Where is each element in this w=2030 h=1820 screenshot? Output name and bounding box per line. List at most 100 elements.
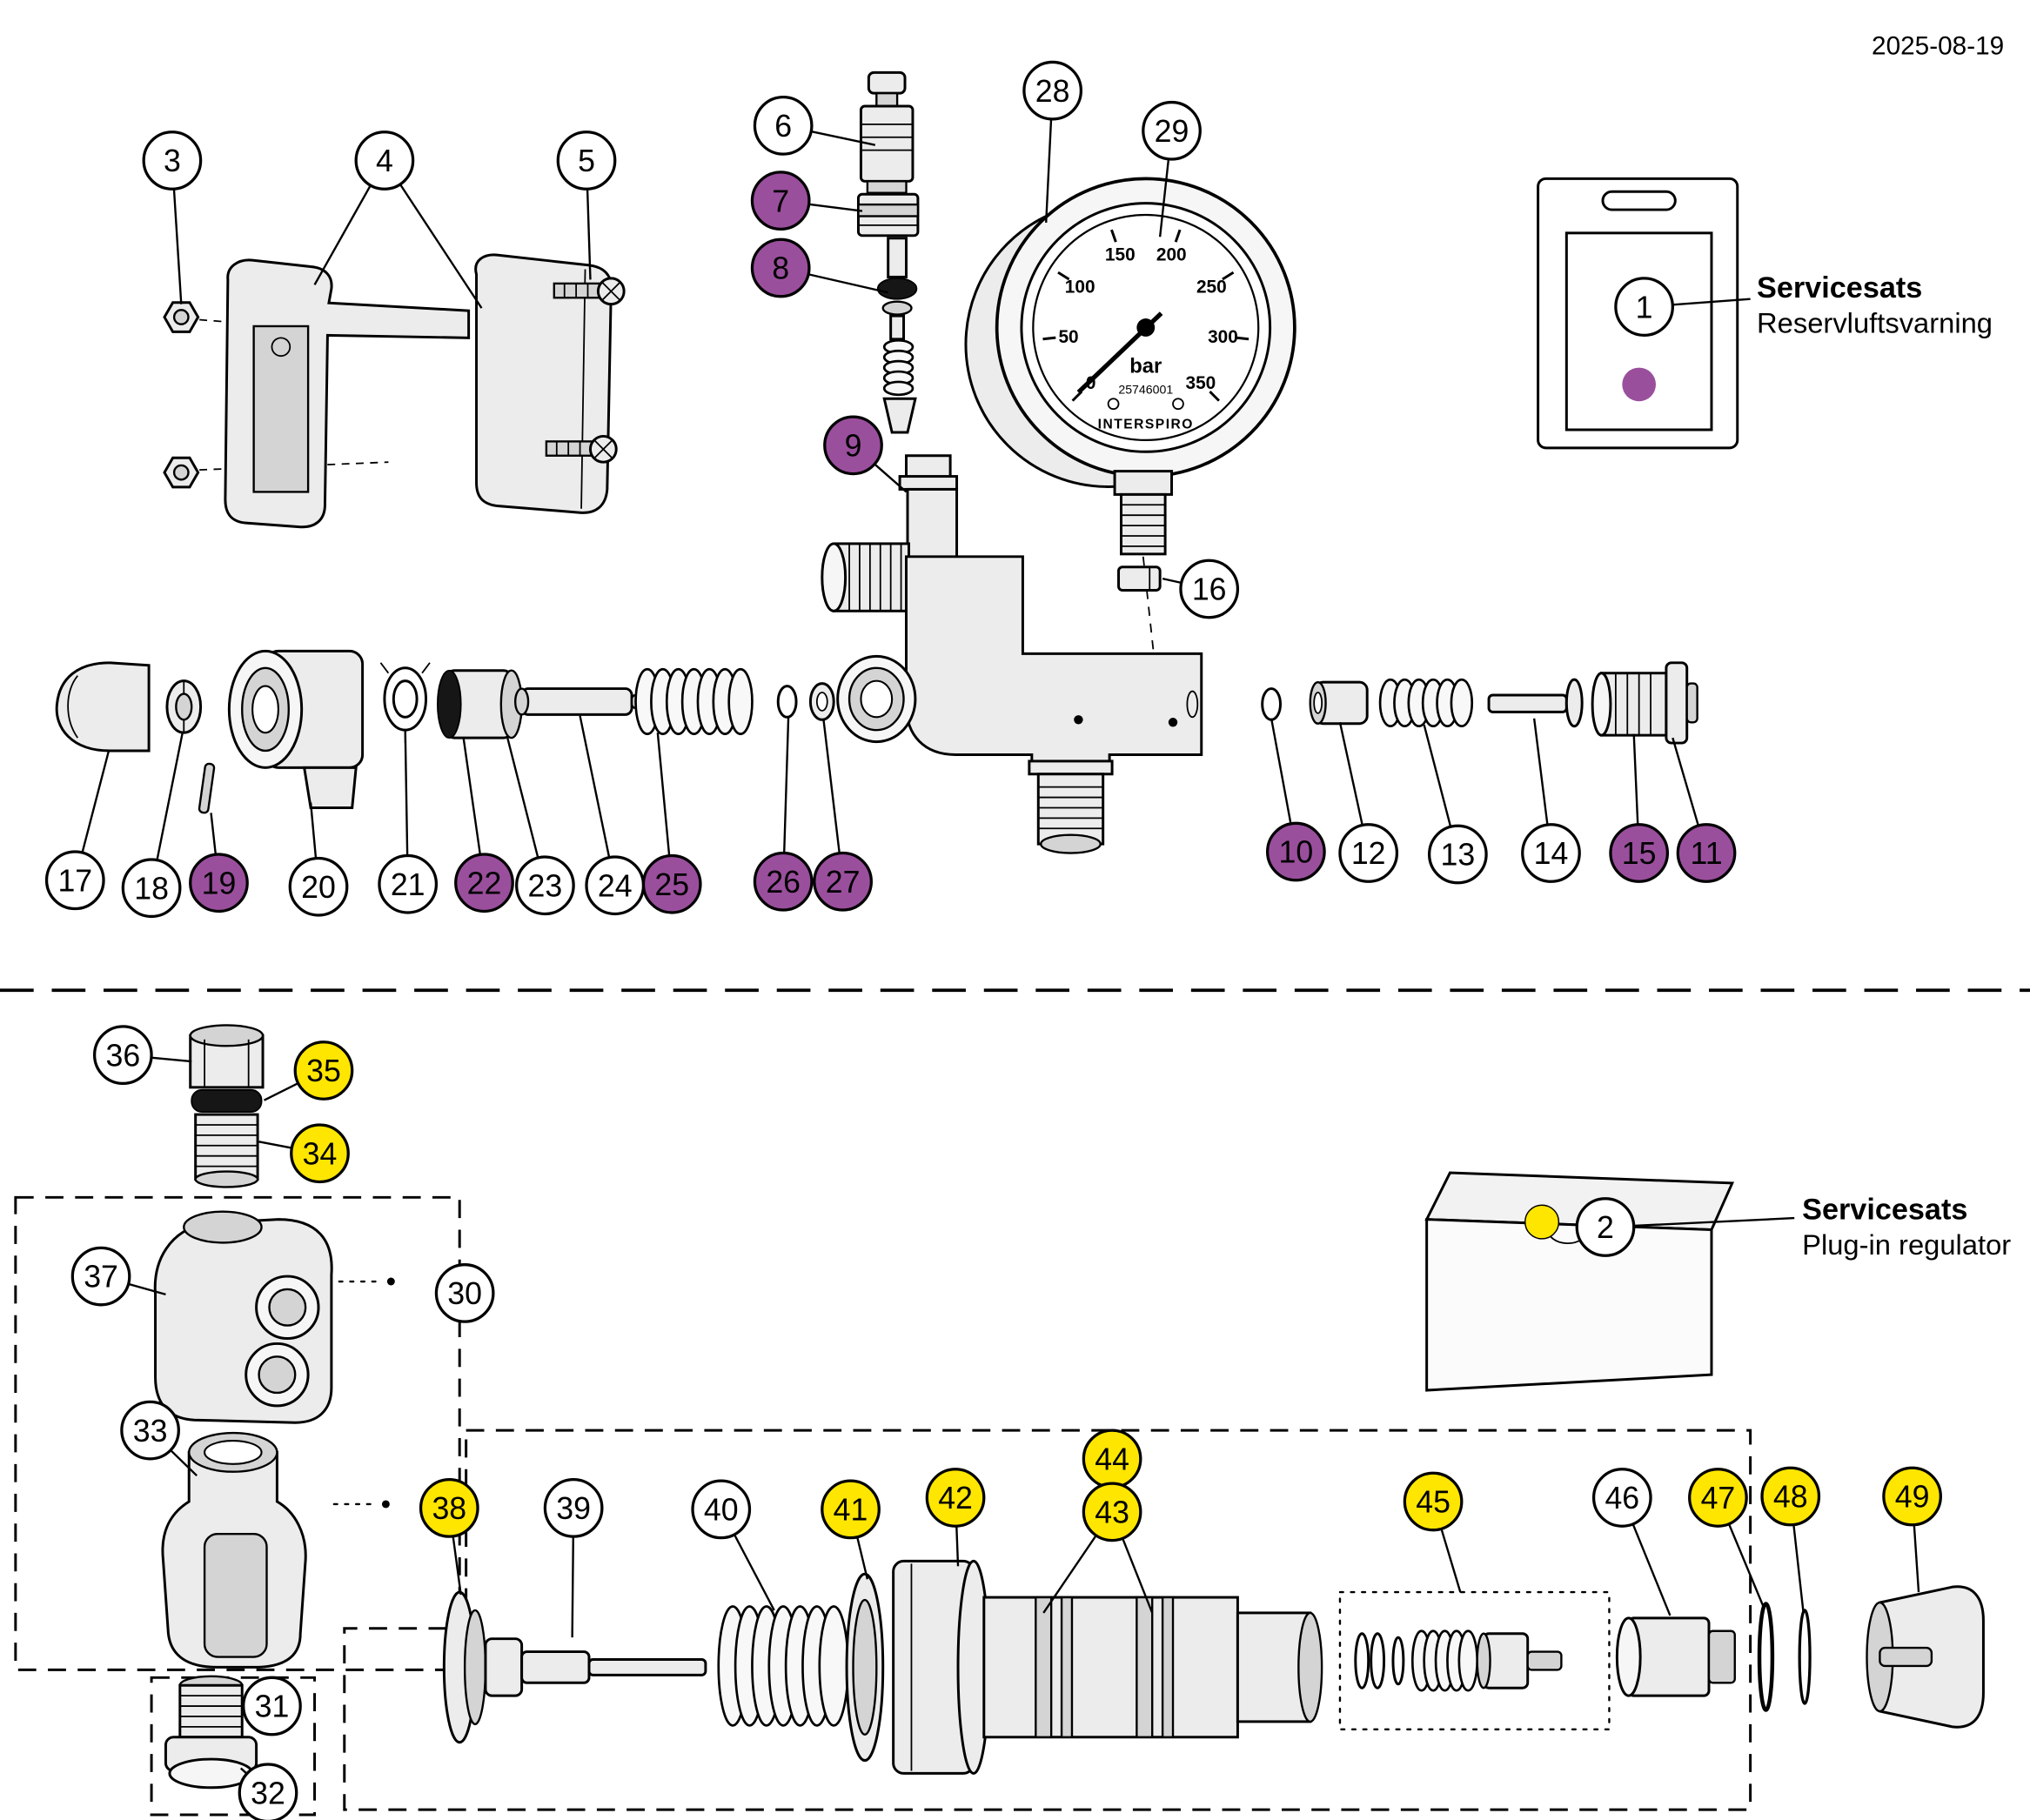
bracket-screw-top [553,277,626,306]
part-42-collar [892,1559,991,1775]
callout-14: 14 [1521,823,1581,883]
callout-24: 24 [585,855,646,916]
kit-2-subtitle: Plug-in regulator [1802,1228,2011,1261]
callout-40: 40 [691,1479,752,1540]
callout-number: 29 [1155,114,1189,149]
callout-25: 25 [641,853,702,914]
callout-number: 11 [1691,836,1723,871]
callout-26: 26 [753,851,814,912]
callout-9: 9 [823,415,883,476]
part-25-spring [634,667,754,735]
part-24-shaft [513,687,657,716]
callout-number: 42 [938,1481,973,1516]
gauge-unit-label: bar [1129,355,1162,378]
part-22-23-piston [437,669,523,739]
callout-number: 38 [432,1491,466,1526]
callout-43: 43 [1082,1482,1142,1542]
service-kit-1-card: Servicesats Reservluftsvarning [1537,177,1993,450]
callout-number: 32 [251,1776,285,1810]
gauge-tick [1222,271,1235,281]
callout-20: 20 [288,856,349,917]
callout-number: 37 [84,1260,118,1295]
callout-49: 49 [1882,1466,1942,1527]
dotted-connector-dot [386,1277,395,1286]
hose-fitting [189,1024,265,1188]
callout-3: 3 [142,130,203,191]
callout-1: 1 [1614,277,1674,338]
service-kit-2-box: Servicesats Plug-in regulator [1424,1171,2011,1392]
callout-18: 18 [121,858,182,919]
callout-38: 38 [419,1478,479,1538]
gauge-tick [1174,229,1182,243]
manifold-pin-hole [1168,718,1178,727]
gauge-tick-label: 150 [1105,245,1136,265]
callout-21: 21 [378,853,439,914]
part-14-pin [1487,678,1584,728]
callout-number: 3 [164,144,181,178]
callout-15: 15 [1609,823,1670,883]
gauge-dial-screw [1107,398,1120,411]
callout-number: 36 [105,1038,140,1073]
callout-number: 16 [1192,572,1227,607]
callout-17: 17 [44,850,105,911]
callout-number: 35 [306,1054,341,1088]
callout-number: 5 [578,144,595,178]
part-31-32-plug [164,1675,258,1790]
callout-number: 49 [1895,1480,1930,1515]
callout-42: 42 [925,1468,986,1528]
callout-number: 8 [772,251,789,286]
callout-11: 11 [1676,823,1737,883]
callout-31: 31 [242,1676,302,1736]
callout-number: 40 [704,1493,739,1528]
kit-1-title: Servicesats [1757,271,1922,304]
callout-8: 8 [750,238,811,298]
callout-number: 21 [391,867,425,902]
callout-number: 19 [202,866,237,900]
gauge-tick [1042,336,1056,341]
callout-number: 39 [556,1491,591,1526]
callout-27: 27 [813,851,873,912]
callout-number: 27 [826,865,861,900]
manifold-pin-hole [1074,715,1083,725]
gauge-needle-hub [1136,318,1156,337]
gauge-stem-collar [1113,470,1174,496]
part-48-washer [1798,1609,1812,1705]
part-39-shaft [484,1637,707,1697]
manifold-left-round-port [836,654,917,744]
kit-2-title: Servicesats [1802,1194,1967,1227]
callout-number: 28 [1035,74,1070,109]
assembly-dashed-line [199,318,301,329]
part-38-diaphragm [442,1590,487,1744]
o-ring [876,278,918,300]
callout-number: 12 [1351,836,1386,871]
callout-number: 23 [528,868,563,903]
callout-number: 7 [772,184,789,218]
first-stage-exploded-row [55,649,835,814]
callout-10: 10 [1266,821,1326,882]
callout-number: 18 [134,871,169,906]
part-8-valve-stem [876,237,918,434]
gauge-serial: 25746001 [1118,382,1173,396]
callout-36: 36 [92,1025,153,1086]
part-37-manifold-upper [153,1210,333,1424]
part-49-end-cap [1866,1585,1985,1729]
callout-45: 45 [1403,1471,1464,1532]
gauge-tick-label: 100 [1065,277,1095,297]
callout-6: 6 [753,95,814,156]
part-33-manifold-lower [161,1431,307,1669]
dotted-connector-dot [381,1500,390,1509]
part-18-slotted-disc [165,679,203,734]
part-40-spring [717,1605,849,1727]
callout-16: 16 [1179,559,1240,619]
callout-33: 33 [120,1400,180,1461]
manifold-bottom-threaded-port [1028,759,1114,854]
callout-number: 48 [1773,1480,1808,1515]
bottom-section-plug-in-regulator: Servicesats Plug-in regulator [14,1024,2011,1817]
manifold-left-threaded-port [821,542,910,612]
part-47-o-ring [1757,1602,1775,1712]
part-43-44-regulator-body [982,1596,1323,1739]
regulator-exploded-row [442,1559,1985,1775]
fitting-threads [194,1113,259,1188]
